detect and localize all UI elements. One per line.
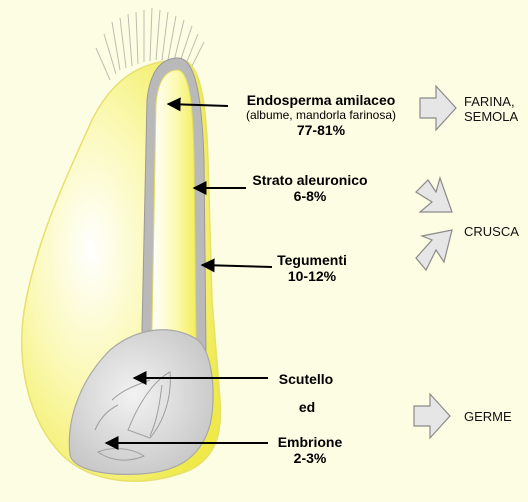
arrow-to-crusca-lower (416, 230, 452, 270)
tegumenti-name: Tegumenti (272, 252, 352, 268)
strato-name: Strato aleuronico (246, 172, 374, 188)
label-conjunction: ed (292, 399, 322, 415)
label-scutello: Scutello (270, 371, 342, 387)
tegumenti-percent: 10-12% (272, 268, 352, 284)
label-strato-aleuronico: Strato aleuronico 6-8% (246, 172, 374, 204)
endosperma-percent: 77-81% (232, 122, 410, 138)
endosperma-detail: (albume, mandorla farinosa) (232, 108, 410, 122)
output-farina: FARINA, (464, 94, 518, 109)
arrow-to-germe (414, 394, 450, 438)
scutello-name: Scutello (270, 371, 342, 387)
embrione-name: Embrione (270, 434, 350, 450)
strato-percent: 6-8% (246, 188, 374, 204)
output-farina-semola: FARINA, SEMOLA (464, 94, 518, 124)
endosperm-inner (152, 70, 196, 342)
arrow-to-farina (420, 86, 456, 130)
endosperma-name: Endosperma amilaceo (232, 92, 410, 108)
block-arrows (414, 86, 456, 438)
conjunction-ed: ed (292, 399, 322, 415)
arrow-to-crusca-upper (416, 178, 452, 212)
output-germe: GERME (464, 409, 512, 424)
label-embrione: Embrione 2-3% (270, 434, 350, 466)
label-endosperma: Endosperma amilaceo (albume, mandorla fa… (232, 92, 410, 138)
output-crusca: CRUSCA (464, 224, 519, 239)
output-semola: SEMOLA (464, 109, 518, 124)
label-tegumenti: Tegumenti 10-12% (272, 252, 352, 284)
embrione-percent: 2-3% (270, 450, 350, 466)
